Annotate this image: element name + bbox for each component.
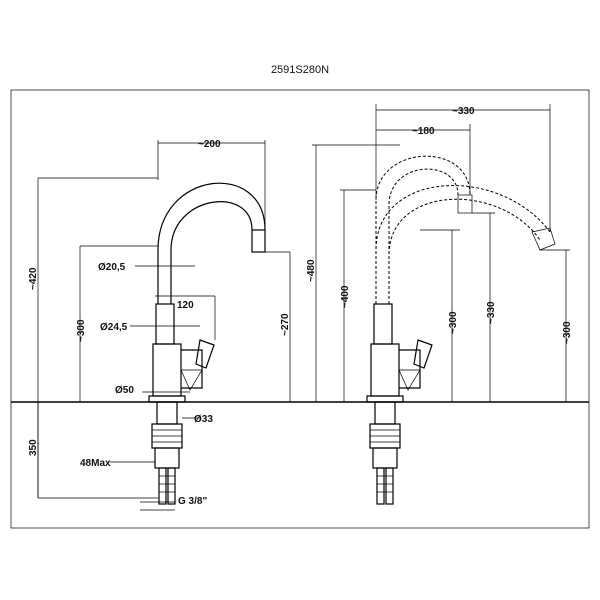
aerator xyxy=(251,229,266,253)
left-faucet xyxy=(37,140,291,511)
dim-max-reach: ~330 xyxy=(452,106,475,117)
lever-handle xyxy=(195,339,215,369)
dim-reach-inner: ~180 xyxy=(412,126,435,137)
dim-lever-reach: 120 xyxy=(177,300,194,311)
model-number: 2591S280N xyxy=(270,64,330,76)
spout-inner xyxy=(170,201,253,304)
washer xyxy=(154,447,180,469)
dim-height-total: ~480 xyxy=(306,259,317,282)
dim-height-300b: ~300 xyxy=(562,321,573,344)
dim-height-400: ~400 xyxy=(340,285,351,308)
dim-spout-reach: ~200 xyxy=(198,139,221,150)
dim-diameter-body: Ø24,5 xyxy=(100,322,128,333)
dim-max-deck: 48Max xyxy=(80,458,111,469)
spout-outer xyxy=(157,182,266,304)
dim-base-diameter: Ø50 xyxy=(115,385,134,396)
dim-right-height: ~270 xyxy=(280,313,291,336)
right-faucet xyxy=(312,104,570,505)
spout-position-b-outer xyxy=(375,185,551,304)
aerator-b xyxy=(531,227,556,251)
body xyxy=(152,343,182,397)
shank xyxy=(156,401,178,425)
dim-aerator-height: ~300 xyxy=(76,319,87,342)
dim-below-deck: 350 xyxy=(28,439,39,456)
drawing-frame xyxy=(10,89,590,529)
base-flange xyxy=(148,395,186,403)
dim-diameter-spout: Ø20,5 xyxy=(98,262,126,273)
dim-shank-diameter: Ø33 xyxy=(194,414,213,425)
dim-height-300a: ~300 xyxy=(448,311,459,334)
dim-thread: G 3/8" xyxy=(178,496,207,507)
dim-height-330: ~330 xyxy=(486,301,497,324)
hose-right xyxy=(167,467,176,505)
neck xyxy=(155,303,175,345)
dim-total-height: ~420 xyxy=(28,267,39,290)
aerator-a xyxy=(457,194,473,214)
spout-position-a-outer xyxy=(375,155,471,304)
hose-left xyxy=(158,467,167,505)
lever-housing xyxy=(181,349,203,389)
